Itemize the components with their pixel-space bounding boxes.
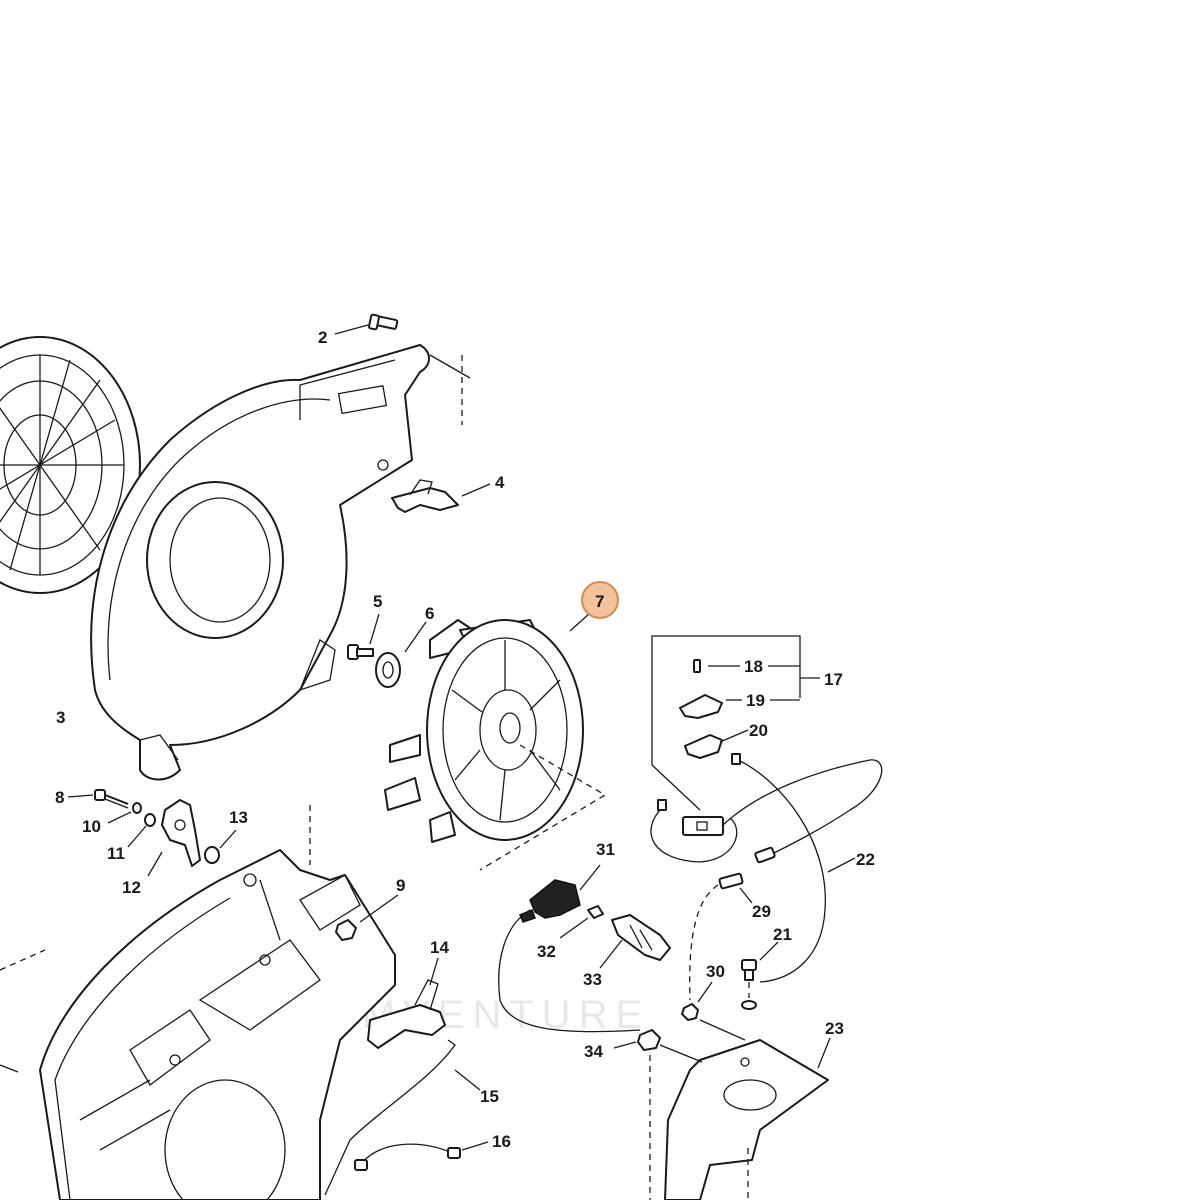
screw-part-18: [693, 659, 701, 673]
callout-3[interactable]: 3: [56, 708, 65, 727]
screw-part-8: [94, 789, 129, 809]
washer-part-10: [132, 802, 142, 814]
nut-part-30: [681, 1003, 699, 1021]
callout-19[interactable]: 19: [746, 691, 765, 710]
callout-32[interactable]: 32: [537, 942, 556, 961]
callout-11[interactable]: 11: [107, 844, 125, 863]
callout-29[interactable]: 29: [752, 902, 771, 921]
callout-7-highlighted[interactable]: [581, 581, 619, 619]
ignition-module: [650, 759, 883, 863]
callout-7[interactable]: 7: [595, 592, 604, 611]
clip-part-4: [391, 479, 459, 513]
grommet-part-34: [637, 1029, 661, 1200]
callout-2[interactable]: 2: [318, 328, 327, 347]
washer-part-13: [204, 846, 220, 864]
bracket-part-20: [684, 734, 723, 759]
sensor-part-19: [679, 694, 723, 719]
connector-part-29: [689, 872, 744, 1001]
callout-20[interactable]: 20: [749, 721, 768, 740]
callout-16[interactable]: 16: [492, 1132, 511, 1151]
callout-31[interactable]: 31: [596, 840, 615, 859]
bolt-part-2: [368, 313, 399, 331]
washer-part-11: [144, 813, 156, 827]
callout-8[interactable]: 8: [55, 788, 64, 807]
callout-12[interactable]: 12: [122, 878, 141, 897]
callout-6[interactable]: 6: [425, 604, 434, 623]
callout-14[interactable]: 14: [430, 938, 449, 957]
terminal-part-32: [587, 905, 604, 919]
callout-30[interactable]: 30: [706, 962, 725, 981]
callout-9[interactable]: 9: [396, 876, 405, 895]
cable-part-16: [354, 1143, 461, 1171]
trigger-part-14: [367, 979, 446, 1049]
bolt-part-21: [741, 959, 757, 1010]
lead-wire-part-22: [731, 753, 826, 983]
bracket-part-17: [651, 635, 820, 811]
spark-plug-boot-part-31: [498, 879, 641, 1033]
spark-plug-part-33: [611, 914, 671, 961]
highlight-circle: [581, 581, 619, 619]
callout-34[interactable]: 34: [584, 1042, 603, 1061]
rod-part-15: [324, 1039, 456, 1196]
fan-housing-part-3: [90, 344, 430, 781]
washer-part-6: [375, 652, 401, 688]
callout-18[interactable]: 18: [744, 657, 763, 676]
callout-10[interactable]: 10: [82, 817, 101, 836]
callout-15[interactable]: 15: [480, 1087, 499, 1106]
callout-4[interactable]: 4: [495, 473, 505, 492]
fan-wheel-part-7: [384, 619, 584, 843]
nut-part-9: [335, 919, 357, 941]
callout-21[interactable]: 21: [773, 925, 792, 944]
callout-22[interactable]: 22: [856, 850, 875, 869]
lever-part-12: [161, 799, 201, 867]
callout-23[interactable]: 23: [825, 1019, 844, 1038]
fan-cover-part: [0, 336, 141, 594]
engine-housing-part: [39, 849, 396, 1200]
guide-line: [0, 949, 46, 971]
callout-5[interactable]: 5: [373, 592, 382, 611]
callout-17[interactable]: 17: [824, 670, 843, 689]
screw-part-5: [347, 644, 374, 660]
connector: [754, 846, 776, 864]
callout-13[interactable]: 13: [229, 808, 248, 827]
heat-shield-part-23: [664, 1039, 829, 1200]
callout-33[interactable]: 33: [583, 970, 602, 989]
